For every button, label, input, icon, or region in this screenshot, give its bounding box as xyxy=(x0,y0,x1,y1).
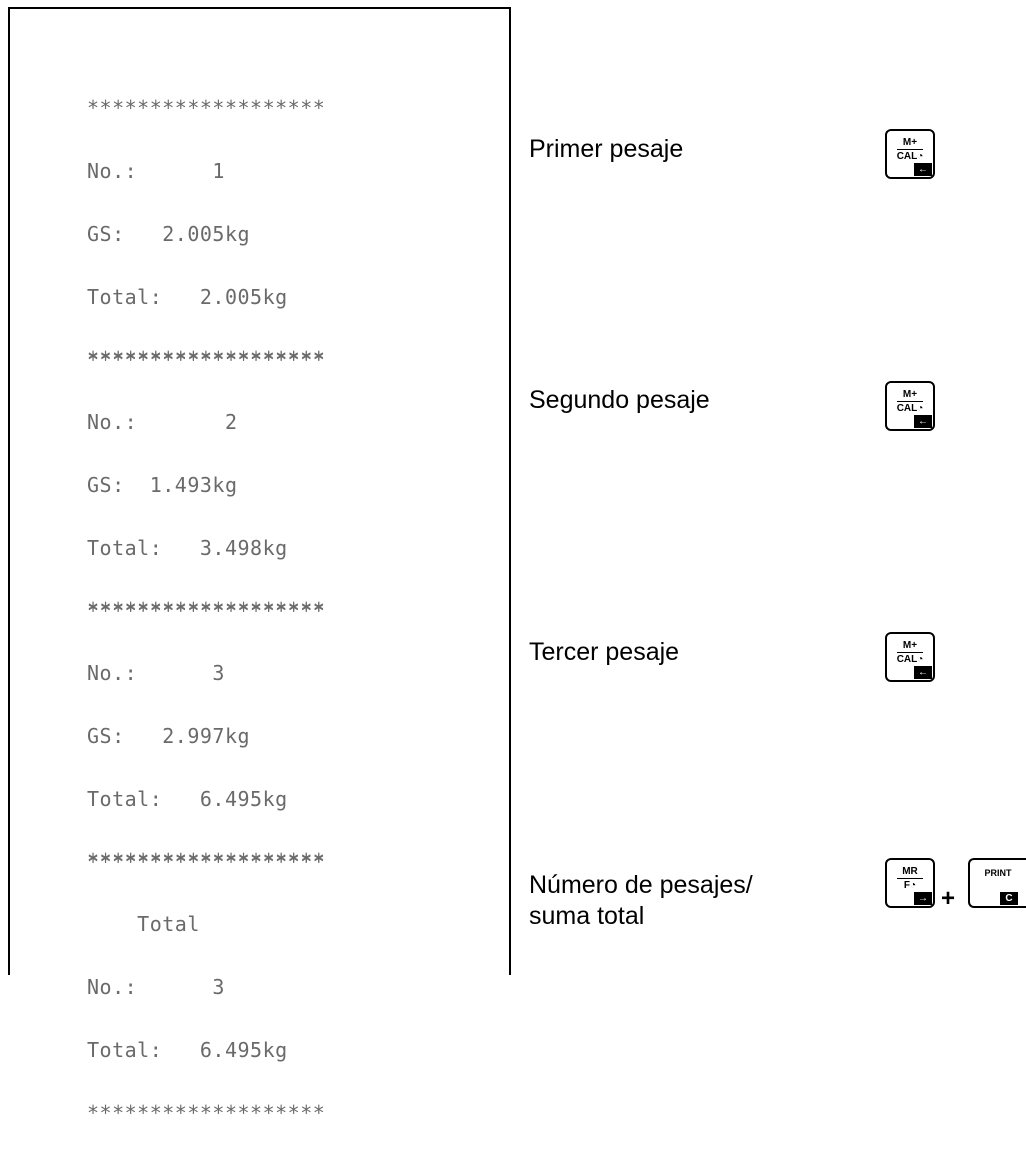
key-bottom-label: CAL◔ xyxy=(896,151,924,162)
printout-line: No.: 3 xyxy=(87,975,225,999)
key-divider xyxy=(897,401,923,402)
printout-line: ******************* xyxy=(87,850,326,874)
printout-line: Total: 6.495kg xyxy=(87,1038,288,1062)
print-key-icon: PRINT C xyxy=(968,858,1026,908)
key-top-label: MR xyxy=(902,866,918,877)
printout-line: No.: 1 xyxy=(87,159,225,183)
arrow-left-icon: ← xyxy=(914,415,932,428)
key-bottom-label: F◔ xyxy=(903,880,917,891)
printout-line: Total: 6.495kg xyxy=(87,787,288,811)
key-bottom-label: CAL◔ xyxy=(896,654,924,665)
printout-line: ******************* xyxy=(87,849,326,873)
printout-line: ******************* xyxy=(87,1101,326,1125)
printout-line: ******************* xyxy=(87,599,326,623)
key-top-label: M+ xyxy=(902,137,918,148)
printout-line: No.: 2 xyxy=(87,410,238,434)
key-divider xyxy=(897,652,923,653)
plus-sign: + xyxy=(941,885,956,912)
printout-line: ******************* xyxy=(87,96,326,120)
arrow-left-icon: ← xyxy=(914,163,932,176)
printout-line: ******************* xyxy=(87,598,326,622)
printout-line: Total: 2.005kg xyxy=(87,285,288,309)
arrow-right-icon: → xyxy=(914,892,932,905)
printout-record-3: ******************* No.: 3 GS: 2.997kg T… xyxy=(87,558,427,915)
printout-line: No.: 3 xyxy=(87,661,225,685)
printout-panel: ******************* No.: 1 GS: 2.005kg T… xyxy=(8,7,511,1124)
step-label-count-total: Número de pesajes/ suma total xyxy=(529,871,753,930)
key-divider xyxy=(897,149,923,150)
step-label-first-weighing: Primer pesaje xyxy=(529,135,684,163)
mplus-cal-key-icon: M+ CAL◔ ← xyxy=(885,632,935,682)
printout-record-1: ******************* No.: 1 GS: 2.005kg T… xyxy=(87,56,427,413)
key-top-label: PRINT xyxy=(984,868,1012,878)
arrow-left-icon: ← xyxy=(914,666,932,679)
printout-record-total: ******************* Total No.: 3 Total: … xyxy=(87,809,427,1166)
key-top-label: M+ xyxy=(902,389,918,400)
mr-f-key-icon: MR F◔ → xyxy=(885,858,935,908)
printout-line: Total: 3.498kg xyxy=(87,536,288,560)
mplus-cal-key-icon: M+ CAL◔ ← xyxy=(885,381,935,431)
printout-line: GS: 2.005kg xyxy=(87,222,251,246)
c-key-icon: C xyxy=(1000,892,1018,905)
printout-line: Total xyxy=(87,912,200,936)
printout-line: GS: 1.493kg xyxy=(87,473,238,497)
key-top-label: M+ xyxy=(902,640,918,651)
key-divider xyxy=(897,878,923,879)
step-label-second-weighing: Segundo pesaje xyxy=(529,386,710,414)
mplus-cal-key-icon: M+ CAL◔ ← xyxy=(885,129,935,179)
printout-record-2: ******************* No.: 2 GS: 1.493kg T… xyxy=(87,307,427,664)
printout-line: GS: 2.997kg xyxy=(87,724,251,748)
key-bottom-label: CAL◔ xyxy=(896,403,924,414)
step-label-third-weighing: Tercer pesaje xyxy=(529,638,680,666)
printout-line: ******************* xyxy=(87,348,326,372)
printout-line: ******************* xyxy=(87,347,326,371)
